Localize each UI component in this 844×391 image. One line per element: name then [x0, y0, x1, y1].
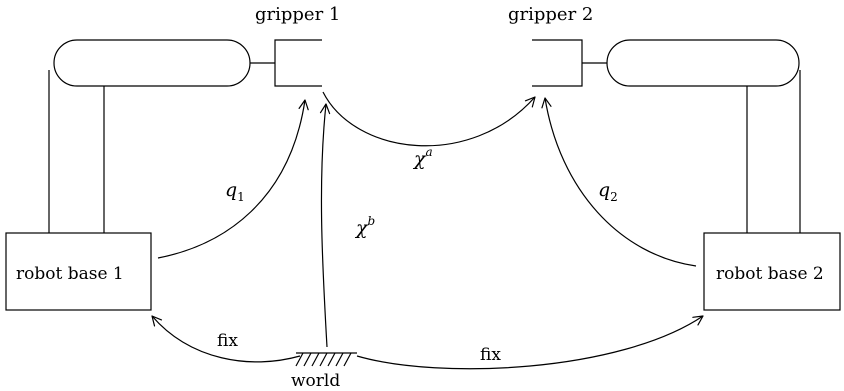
arm-1-link: [53, 39, 251, 87]
gripper-2-jaws: [532, 39, 583, 87]
chi-a-arrow: [322, 91, 536, 147]
robot-base-2-label: robot base 2: [716, 264, 824, 284]
fix-left-label: fix: [217, 331, 238, 351]
arm-2-link: [606, 39, 800, 87]
gripper-2: gripper 2: [508, 4, 593, 87]
robot-base-1-label: robot base 1: [16, 264, 124, 284]
fix-left-arrow: [151, 315, 301, 363]
gripper-1: gripper 1: [255, 4, 340, 87]
gripper-1-label: gripper 1: [255, 4, 340, 25]
q2-arrow: [541, 97, 697, 267]
robot-base-2-box: [703, 232, 841, 311]
q2-label: q2: [598, 179, 618, 204]
robot-arm-1: [48, 39, 275, 233]
fix-right-arrow: [356, 315, 704, 370]
q1-label: q1: [225, 179, 245, 204]
gripper-1-jaws: [274, 39, 322, 87]
world-label: world: [291, 371, 340, 391]
robot-arm-2: [582, 39, 801, 233]
robot-base-1: robot base 1: [5, 232, 152, 311]
robot-base-2: robot base 2: [703, 232, 841, 311]
world-ground: world: [291, 352, 357, 391]
gripper-2-label: gripper 2: [508, 4, 593, 25]
chi-b-arrow: [319, 103, 331, 348]
chi-a-label: χa: [412, 145, 433, 170]
chi-b-label: χb: [354, 214, 375, 239]
fix-right-label: fix: [480, 345, 501, 365]
q1-arrow: [157, 99, 309, 259]
robot-base-1-box: [5, 232, 152, 311]
